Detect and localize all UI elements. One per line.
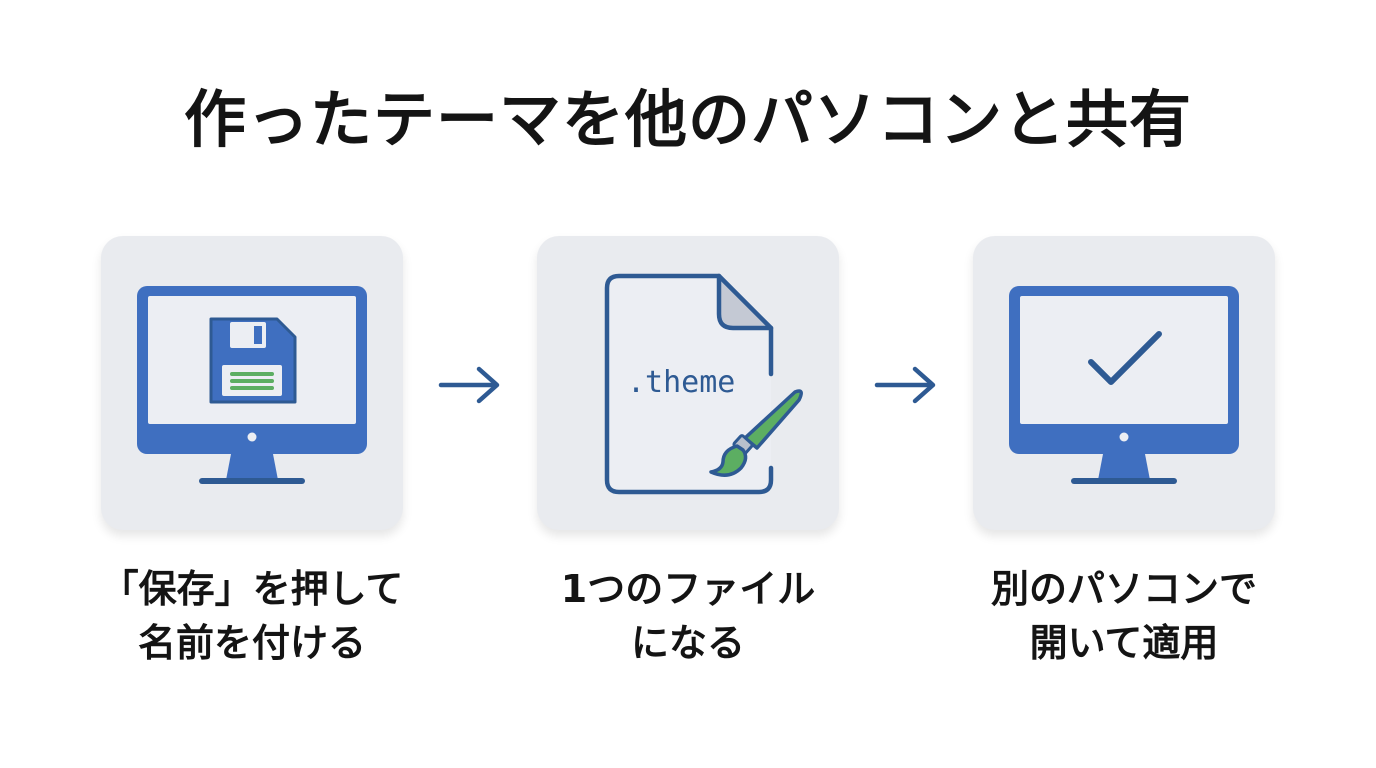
monitor-check-icon (1009, 286, 1239, 484)
monitor-save-icon (137, 286, 367, 484)
caption-line: 名前を付ける (137, 621, 366, 665)
page-title: 作ったテーマを他のパソコンと共有 (183, 83, 1192, 156)
check-mark-icon (1088, 331, 1162, 385)
arrow-right-icon (874, 366, 936, 404)
step-2-card: .theme (537, 236, 839, 530)
floppy-disk-icon (209, 317, 297, 404)
arrow-right-icon (438, 366, 500, 404)
caption-line: 開いて適用 (1029, 621, 1219, 665)
step-1-caption: 「保存」を押して 名前を付ける (82, 562, 422, 670)
caption-line: 1つのファイル (560, 567, 816, 611)
caption-line: 別のパソコンで (990, 567, 1257, 611)
paintbrush-icon (709, 389, 803, 477)
file-extension-label: .theme (627, 365, 735, 400)
step-3-card (973, 236, 1275, 530)
caption-line: 「保存」を押して (100, 567, 404, 611)
caption-line: になる (630, 621, 745, 665)
step-1-card (101, 236, 403, 530)
step-2-caption: 1つのファイル になる (518, 562, 858, 670)
theme-file-brush-icon: .theme (604, 273, 803, 495)
step-3-caption: 別のパソコンで 開いて適用 (954, 562, 1294, 670)
